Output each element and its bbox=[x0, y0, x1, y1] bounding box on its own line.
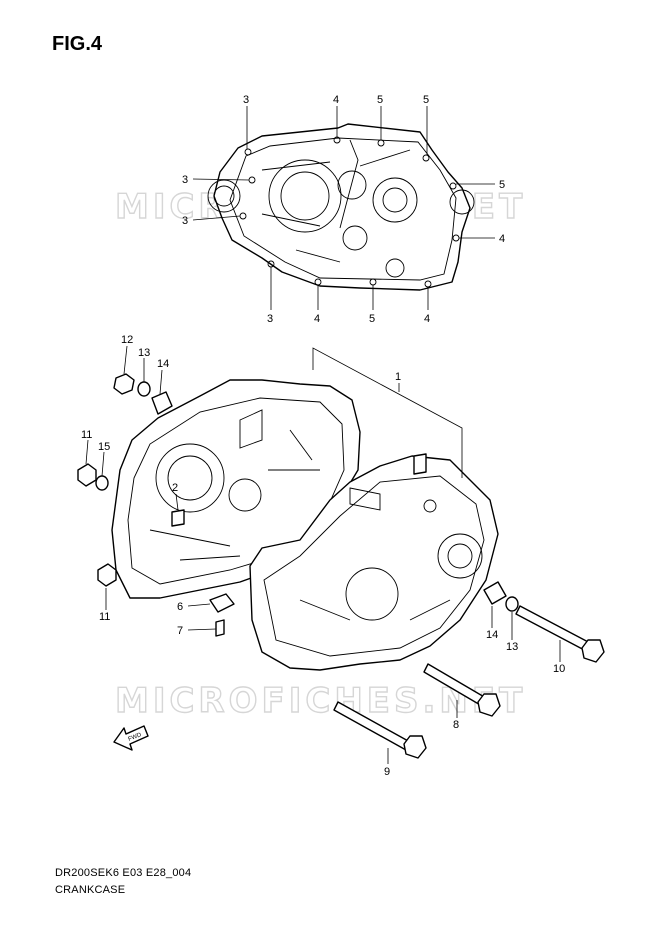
callout-top-3c: 3 bbox=[182, 215, 188, 227]
footer-diagram-name: CRANKCASE bbox=[55, 884, 126, 896]
bolt-9-head bbox=[403, 735, 427, 759]
callout-7: 7 bbox=[177, 625, 183, 637]
washer-13 bbox=[137, 381, 151, 397]
assembly-bracket bbox=[312, 347, 463, 478]
bolt-10-head bbox=[581, 639, 605, 663]
callout-top-3d: 3 bbox=[267, 313, 273, 325]
washer-13b bbox=[505, 596, 519, 612]
screw-7 bbox=[215, 619, 225, 637]
callout-top-5b: 5 bbox=[423, 94, 429, 106]
callout-13: 13 bbox=[138, 347, 150, 359]
fwd-arrow: FWD bbox=[113, 725, 149, 751]
bolts bbox=[333, 605, 605, 759]
callout-12: 12 bbox=[121, 334, 133, 346]
callout-11: 11 bbox=[81, 429, 92, 441]
top-leader-lines bbox=[192, 106, 495, 310]
fwd-arrow-icon bbox=[113, 725, 149, 751]
callout-15: 15 bbox=[98, 441, 110, 453]
crankcase-plate-view bbox=[207, 123, 475, 291]
callout-top-4b: 4 bbox=[499, 233, 505, 245]
washer-15 bbox=[95, 475, 109, 491]
callout-top-3b: 3 bbox=[182, 174, 188, 186]
bottom-leader-lines bbox=[85, 345, 561, 764]
callout-14b: 14 bbox=[486, 629, 498, 641]
clamp-6 bbox=[209, 593, 235, 613]
figure-title: FIG.4 bbox=[52, 33, 103, 55]
callout-1: 1 bbox=[395, 371, 401, 383]
callout-top-5d: 5 bbox=[369, 313, 375, 325]
callout-top-5c: 5 bbox=[499, 179, 505, 191]
callout-top-3a: 3 bbox=[243, 94, 249, 106]
bushing-14 bbox=[151, 391, 173, 415]
hardware-parts bbox=[77, 373, 519, 637]
crankcase-right-half bbox=[249, 453, 499, 671]
bushing-14b bbox=[483, 581, 507, 605]
nut-11b bbox=[97, 563, 117, 587]
fwd-label: FWD bbox=[128, 732, 144, 743]
footer-diagram-code: DR200SEK6 E03 E28_004 bbox=[55, 867, 192, 879]
callout-top-4a: 4 bbox=[333, 94, 339, 106]
callout-top-5a: 5 bbox=[377, 94, 383, 106]
top-callouts: 3 4 5 5 3 5 3 4 3 4 5 4 bbox=[182, 94, 505, 325]
callout-top-4d: 4 bbox=[424, 313, 430, 325]
callout-14: 14 bbox=[157, 358, 169, 370]
callout-9: 9 bbox=[384, 766, 390, 778]
callout-top-4c: 4 bbox=[314, 313, 320, 325]
bolt-8-head bbox=[477, 693, 501, 717]
bolt-10-shaft bbox=[515, 605, 593, 653]
nut-12 bbox=[113, 373, 135, 395]
callout-11b: 11 bbox=[99, 611, 110, 623]
callout-6: 6 bbox=[177, 601, 183, 613]
bottom-callouts: 1 12 13 14 11 15 2 11 6 7 14 13 10 8 9 bbox=[81, 334, 565, 778]
callout-13b: 13 bbox=[506, 641, 518, 653]
callout-2: 2 bbox=[172, 482, 178, 494]
nut-11 bbox=[77, 463, 97, 487]
callout-8: 8 bbox=[453, 719, 459, 731]
callout-10: 10 bbox=[553, 663, 565, 675]
